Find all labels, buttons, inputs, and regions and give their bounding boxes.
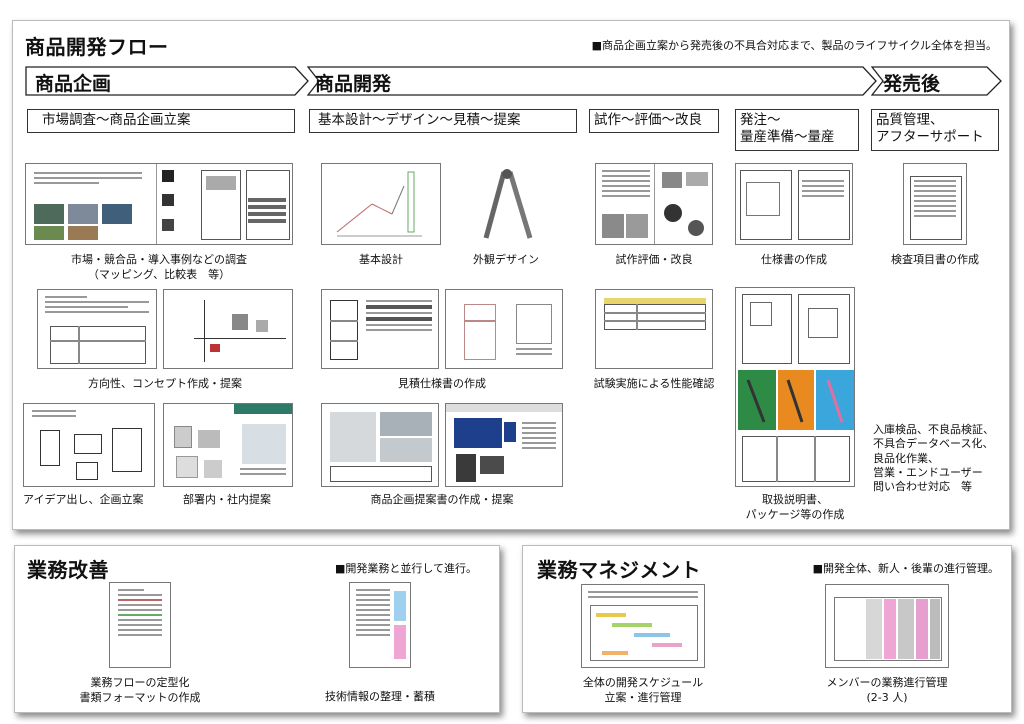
spec-doc-caption: 仕様書の作成 bbox=[761, 253, 827, 266]
business-improvement-panel: 業務改善 ■開発業務と並行して進行。 業務フローの定型化 書類フォーマットの作成… bbox=[14, 545, 500, 713]
phase-planning: 商品企画 bbox=[25, 66, 309, 96]
spec-doc-thumbnail bbox=[735, 163, 853, 245]
panel-note: ■商品企画立案から発売後の不具合対応まで、製品のライフサイクル全体を担当。 bbox=[591, 39, 997, 52]
phase-label: 発売後 bbox=[883, 73, 941, 95]
stage-box-after-support: 品質管理、 アフターサポート bbox=[871, 109, 999, 151]
prototype-eval-caption: 試作評価・改良 bbox=[615, 253, 693, 266]
box-line: 品質管理、 bbox=[876, 112, 944, 128]
caption-line: 市場・競合品・導入事例などの調査 bbox=[71, 253, 247, 266]
concept-doc-thumbnail bbox=[37, 289, 157, 369]
prototype-eval-thumbnail bbox=[595, 163, 713, 245]
stage-box-prototype: 試作〜評価〜改良 bbox=[589, 109, 719, 133]
stage-box-research: 市場調査〜商品企画立案 bbox=[27, 109, 295, 133]
internal-proposal-thumbnail bbox=[163, 403, 293, 487]
caption-line: 書類フォーマットの作成 bbox=[79, 690, 201, 704]
caption-line: メンバーの業務進行管理 bbox=[826, 676, 948, 689]
product-development-flow-panel: 商品開発フロー ■商品企画立案から発売後の不具合対応まで、製品のライフサイクル全… bbox=[12, 20, 1010, 530]
idea-sketch-thumbnail bbox=[23, 403, 155, 487]
exterior-design-thumbnail bbox=[451, 163, 561, 245]
idea-caption: アイデア出し、企画立案 bbox=[23, 493, 144, 506]
manual-package-caption: 取扱説明書、 パッケージ等の作成 bbox=[727, 493, 863, 523]
panel-title: 商品開発フロー bbox=[25, 35, 169, 59]
panel-note: ■開発全体、新人・後輩の進行管理。 bbox=[812, 562, 999, 575]
phase-post-release: 発売後 bbox=[871, 66, 1003, 96]
estimate-spec-thumbnail-1 bbox=[321, 289, 439, 369]
workflow-format-thumbnail bbox=[109, 582, 171, 668]
workflow-format-caption: 業務フローの定型化 書類フォーマットの作成 bbox=[65, 676, 215, 706]
member-progress-caption: メンバーの業務進行管理 (2-3 人) bbox=[807, 676, 967, 706]
stage-box-mass-production: 発注〜 量産準備〜量産 bbox=[735, 109, 859, 151]
basic-design-caption: 基本設計 bbox=[359, 253, 403, 266]
caption-line: (2-3 人) bbox=[866, 690, 908, 704]
after-support-tasks: 入庫検品、不良品検証、 不具合データベース化、 良品化作業、 営業・エンドユーザ… bbox=[873, 423, 994, 494]
concept-caption: 方向性、コンセプト作成・提案 bbox=[88, 377, 242, 390]
panel-note: ■開発業務と並行して進行。 bbox=[335, 562, 478, 575]
dev-schedule-thumbnail bbox=[581, 584, 705, 668]
proposal-doc-thumbnail-2 bbox=[445, 403, 563, 487]
caption-line: パッケージ等の作成 bbox=[745, 507, 845, 521]
market-research-thumbnail bbox=[25, 163, 293, 245]
estimate-spec-thumbnail-2 bbox=[445, 289, 563, 369]
performance-test-caption: 試験実施による性能確認 bbox=[593, 377, 715, 390]
concept-mapping-thumbnail bbox=[163, 289, 293, 369]
caption-line: 不具合データベース化、 bbox=[873, 437, 994, 451]
inspection-doc-thumbnail bbox=[903, 163, 967, 245]
panel-title: 業務改善 bbox=[27, 558, 109, 582]
caption-line: 良品化作業、 bbox=[873, 451, 939, 465]
proposal-doc-caption: 商品企画提案書の作成・提案 bbox=[370, 493, 514, 506]
estimate-spec-caption: 見積仕様書の作成 bbox=[398, 377, 486, 390]
phase-label: 商品企画 bbox=[35, 73, 112, 95]
manual-package-thumbnail bbox=[735, 287, 855, 487]
caption-line: （マッピング、比較表 等） bbox=[87, 267, 231, 281]
box-line: アフターサポート bbox=[876, 128, 984, 145]
member-progress-thumbnail bbox=[825, 584, 949, 668]
caption-line: 問い合わせ対応 等 bbox=[873, 480, 972, 494]
exterior-design-caption: 外観デザイン bbox=[473, 253, 539, 266]
caption-line: 立案・進行管理 bbox=[604, 690, 682, 704]
panel-title: 業務マネジメント bbox=[537, 558, 701, 582]
phase-label: 商品開発 bbox=[315, 73, 392, 95]
performance-test-thumbnail bbox=[595, 289, 713, 369]
market-research-caption: 市場・競合品・導入事例などの調査 （マッピング、比較表 等） bbox=[25, 253, 293, 283]
caption-line: 取扱説明書、 bbox=[762, 493, 828, 506]
caption-line: 営業・エンドユーザー bbox=[873, 465, 983, 479]
caption-line: 全体の開発スケジュール bbox=[582, 676, 704, 689]
internal-proposal-caption: 部署内・社内提案 bbox=[183, 493, 271, 506]
tech-info-caption: 技術情報の整理・蓄積 bbox=[325, 690, 435, 703]
phase-development: 商品開発 bbox=[307, 66, 877, 96]
stage-box-design: 基本設計〜デザイン〜見積〜提案 bbox=[309, 109, 577, 133]
caption-line: 業務フローの定型化 bbox=[90, 676, 190, 689]
inspection-doc-caption: 検査項目書の作成 bbox=[891, 253, 979, 266]
business-management-panel: 業務マネジメント ■開発全体、新人・後輩の進行管理。 全体の開発スケジュール 立… bbox=[522, 545, 1012, 713]
caption-line: 入庫検品、不良品検証、 bbox=[873, 423, 994, 436]
dev-schedule-caption: 全体の開発スケジュール 立案・進行管理 bbox=[563, 676, 723, 706]
tech-info-thumbnail bbox=[349, 582, 411, 668]
box-line: 量産準備〜量産 bbox=[740, 128, 835, 145]
proposal-doc-thumbnail-1 bbox=[321, 403, 439, 487]
basic-design-thumbnail bbox=[321, 163, 441, 245]
box-line: 発注〜 bbox=[740, 112, 781, 128]
